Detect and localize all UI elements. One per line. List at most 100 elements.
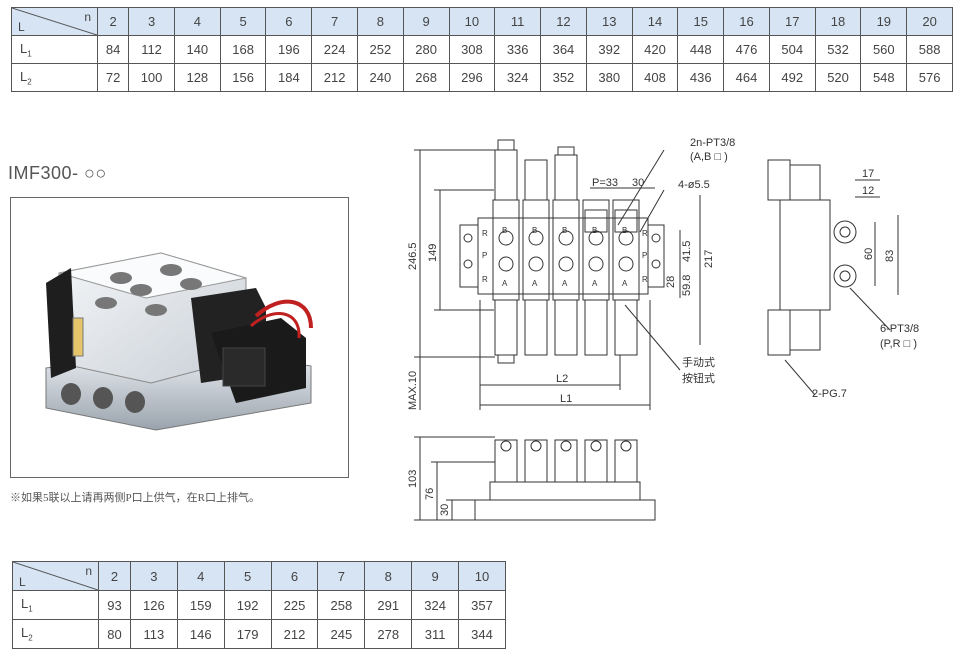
label-thirty: 30 (632, 177, 644, 189)
svg-text:A: A (622, 279, 628, 288)
table-cell: 336 (494, 35, 542, 64)
table-cell: 140 (173, 35, 221, 64)
label-41: 41.5 (681, 241, 693, 262)
column-header: 4 (173, 7, 221, 36)
svg-text:B: B (622, 226, 627, 235)
column-header: 8 (364, 561, 413, 591)
table-cell: 464 (723, 63, 770, 92)
table-cell: 576 (906, 63, 953, 92)
svg-text:B: B (502, 226, 507, 235)
column-header: 18 (814, 7, 862, 36)
svg-text:B: B (532, 226, 537, 235)
row-label-l1: L1 (12, 590, 99, 620)
column-header: 7 (317, 561, 366, 591)
svg-text:R: R (642, 275, 648, 284)
svg-text:P: P (482, 251, 487, 260)
svg-text:A: A (532, 279, 538, 288)
label-17: 17 (862, 168, 874, 180)
column-header: 7 (311, 7, 358, 36)
table-cell: 245 (317, 619, 366, 649)
table-cell: 168 (219, 35, 267, 64)
table-cell: 192 (223, 590, 272, 620)
table-cell: 80 (98, 619, 131, 649)
table-cell: 492 (768, 63, 816, 92)
table-cell: 296 (448, 63, 496, 92)
table-cell: 212 (311, 63, 358, 92)
column-header: 6 (265, 7, 313, 36)
column-header: 11 (494, 7, 542, 36)
column-header: 20 (906, 7, 953, 36)
label-port-pr: 6-PT3/8 (880, 323, 919, 335)
column-header: 10 (448, 7, 496, 36)
table-cell: 344 (458, 619, 506, 649)
column-header: 17 (768, 7, 816, 36)
table-cell: 504 (768, 35, 816, 64)
column-header: 2 (98, 561, 131, 591)
table-cell: 548 (860, 63, 908, 92)
table-cell: 324 (494, 63, 542, 92)
svg-text:A: A (562, 279, 568, 288)
label-59: 59.8 (681, 275, 693, 296)
valve-manifold-illustration (45, 252, 313, 431)
table-cell: 252 (357, 35, 404, 64)
svg-text:P: P (642, 251, 647, 260)
label-port-ab: 2n-PT3/8 (690, 137, 735, 149)
table-cell: 72 (96, 63, 130, 92)
table-cell: 324 (411, 590, 460, 620)
column-header: 4 (176, 561, 225, 591)
label-holes: 4-ø5.5 (678, 179, 710, 191)
corner-cell: n L (12, 561, 99, 591)
top-coils (494, 139, 638, 233)
svg-text:R: R (642, 229, 648, 238)
label-l1: L1 (560, 393, 572, 405)
svg-text:B: B (562, 226, 567, 235)
column-header: 3 (128, 7, 175, 36)
table-cell: 225 (270, 590, 319, 620)
table-cell: 113 (129, 619, 178, 649)
table-cell: 112 (128, 35, 175, 64)
table-cell: 156 (219, 63, 267, 92)
corner-n: n (85, 564, 92, 578)
column-header: 19 (860, 7, 908, 36)
label-12: 12 (862, 185, 874, 197)
label-83: 83 (884, 250, 896, 262)
label-l2: L2 (556, 373, 568, 385)
model-title: IMF300- ○○ (8, 163, 107, 183)
table-cell: 128 (173, 63, 221, 92)
table-cell: 240 (357, 63, 404, 92)
supply-note: ※如果5联以上请再两侧P口上供气，在R口上排气。 (10, 492, 260, 504)
column-header: 5 (223, 561, 272, 591)
table-cell: 100 (128, 63, 175, 92)
table-cell: 408 (631, 63, 679, 92)
table-cell: 532 (814, 35, 862, 64)
label-60: 60 (863, 248, 875, 260)
svg-text:B: B (592, 226, 597, 235)
column-header: 10 (458, 561, 506, 591)
label-manual2: 按钮式 (682, 371, 715, 385)
table-cell: 212 (270, 619, 319, 649)
svg-text:A: A (592, 279, 598, 288)
column-header: 12 (540, 7, 587, 36)
table-cell: 352 (540, 63, 587, 92)
svg-text:R: R (482, 275, 488, 284)
label-217: 217 (703, 250, 715, 268)
table-cell: 520 (814, 63, 862, 92)
column-header: 8 (357, 7, 404, 36)
table-cell: 278 (364, 619, 413, 649)
table-cell: 380 (585, 63, 633, 92)
label-149: 149 (427, 244, 439, 262)
label-max10: MAX.10 (407, 371, 419, 410)
product-photo (10, 197, 349, 478)
row-label-l1: L1 (11, 35, 98, 64)
svg-text:A: A (502, 279, 508, 288)
table-cell: 588 (906, 35, 953, 64)
table-cell: 392 (585, 35, 633, 64)
label-103: 103 (407, 470, 419, 488)
table-cell: 126 (129, 590, 178, 620)
corner-n: n (84, 10, 91, 24)
